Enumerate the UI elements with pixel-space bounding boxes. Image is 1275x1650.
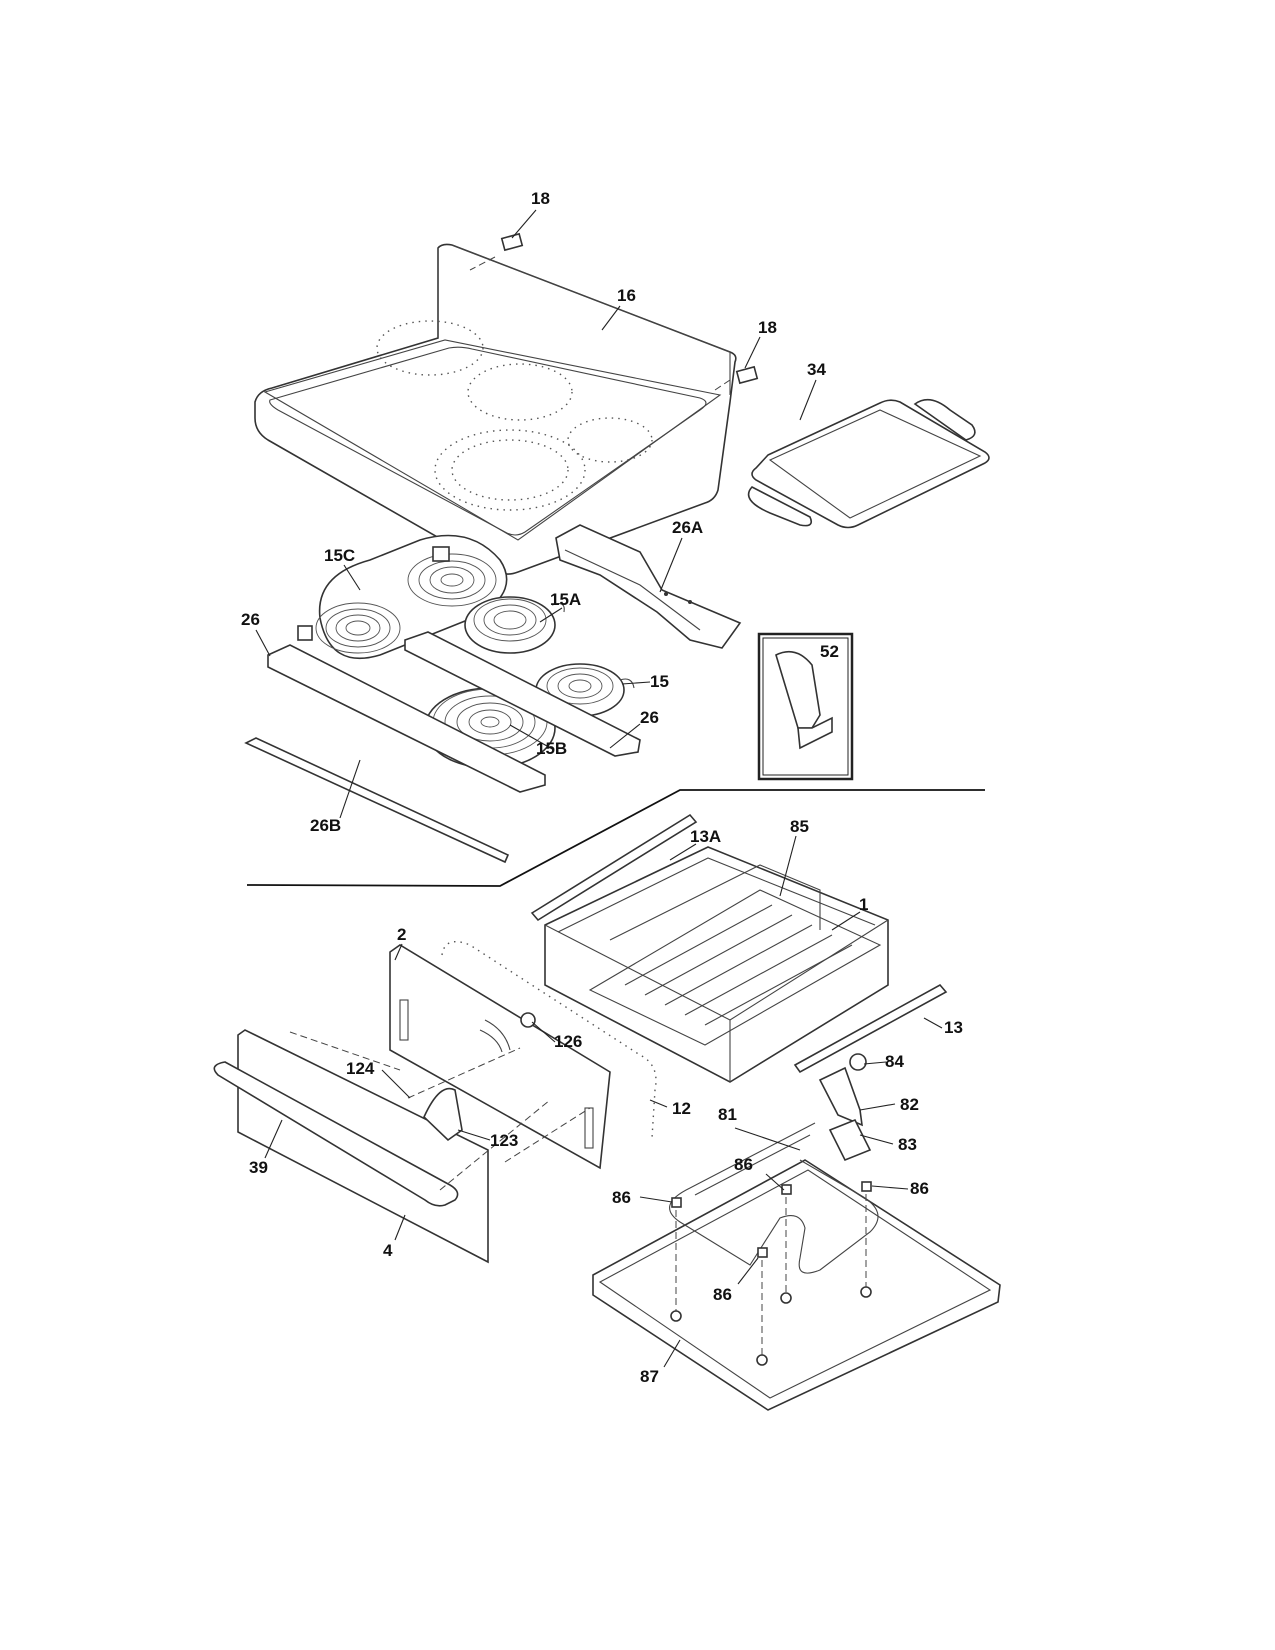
leader-lines (255, 209, 943, 1368)
terminal-bracket (818, 1053, 872, 1162)
callout-86-right: 86 (910, 1179, 929, 1198)
callout-86-upper: 86 (734, 1155, 753, 1174)
callout-26-left: 26 (241, 610, 260, 629)
drawer-slide-rail-13A (530, 813, 698, 922)
callout-1: 1 (859, 895, 868, 914)
wire-bracket-26A (555, 524, 742, 649)
knob-inset-box (757, 632, 854, 781)
callout-87: 87 (640, 1367, 659, 1386)
front-trim-rail-26B (244, 737, 510, 864)
callout-18-top: 18 (531, 189, 550, 208)
callout-82: 82 (900, 1095, 919, 1114)
callout-13A: 13A (690, 827, 721, 846)
callout-124: 124 (346, 1059, 375, 1078)
callout-26-right: 26 (640, 708, 659, 727)
callout-123: 123 (490, 1131, 518, 1150)
callout-15A: 15A (550, 590, 581, 609)
callout-4: 4 (383, 1241, 393, 1260)
element-support-rail (267, 631, 641, 793)
callout-16: 16 (617, 286, 636, 305)
callout-12: 12 (672, 1099, 691, 1118)
callout-39: 39 (249, 1158, 268, 1177)
callout-86-left: 86 (612, 1188, 631, 1207)
drawer-bottom-pan (592, 1159, 1001, 1411)
callout-15: 15 (650, 672, 669, 691)
callout-18-right: 18 (758, 318, 777, 337)
warmer-element (669, 1122, 879, 1274)
callout-26A: 26A (672, 518, 703, 537)
callout-84: 84 (885, 1052, 904, 1071)
callout-34: 34 (807, 360, 826, 379)
callout-15C: 15C (324, 546, 355, 565)
callout-85: 85 (790, 817, 809, 836)
trim-clip-upper (469, 232, 524, 271)
callout-2: 2 (397, 925, 406, 944)
callout-26B: 26B (310, 816, 341, 835)
standoff-clips (671, 1181, 872, 1258)
cooktop-glass-top (254, 243, 737, 575)
callout-126: 126 (554, 1032, 582, 1051)
radiant-element-15A (464, 596, 565, 654)
callout-81: 81 (718, 1105, 737, 1124)
callout-86-lower: 86 (713, 1285, 732, 1304)
warmer-drawer-body (544, 846, 889, 1083)
griddle-accessory (747, 398, 990, 529)
drawer-rack (588, 864, 882, 1046)
callout-52: 52 (820, 642, 839, 661)
section-divider (246, 789, 985, 887)
callout-13: 13 (944, 1018, 963, 1037)
callout-83: 83 (898, 1135, 917, 1154)
drawer-bracket-123 (423, 1087, 463, 1142)
drawer-slide-rail-13 (793, 983, 948, 1074)
callout-15B: 15B (536, 739, 567, 758)
drawer-front-panel (213, 1029, 489, 1264)
trim-clip-right (711, 365, 759, 393)
dual-radiant-element-15C (297, 534, 508, 660)
